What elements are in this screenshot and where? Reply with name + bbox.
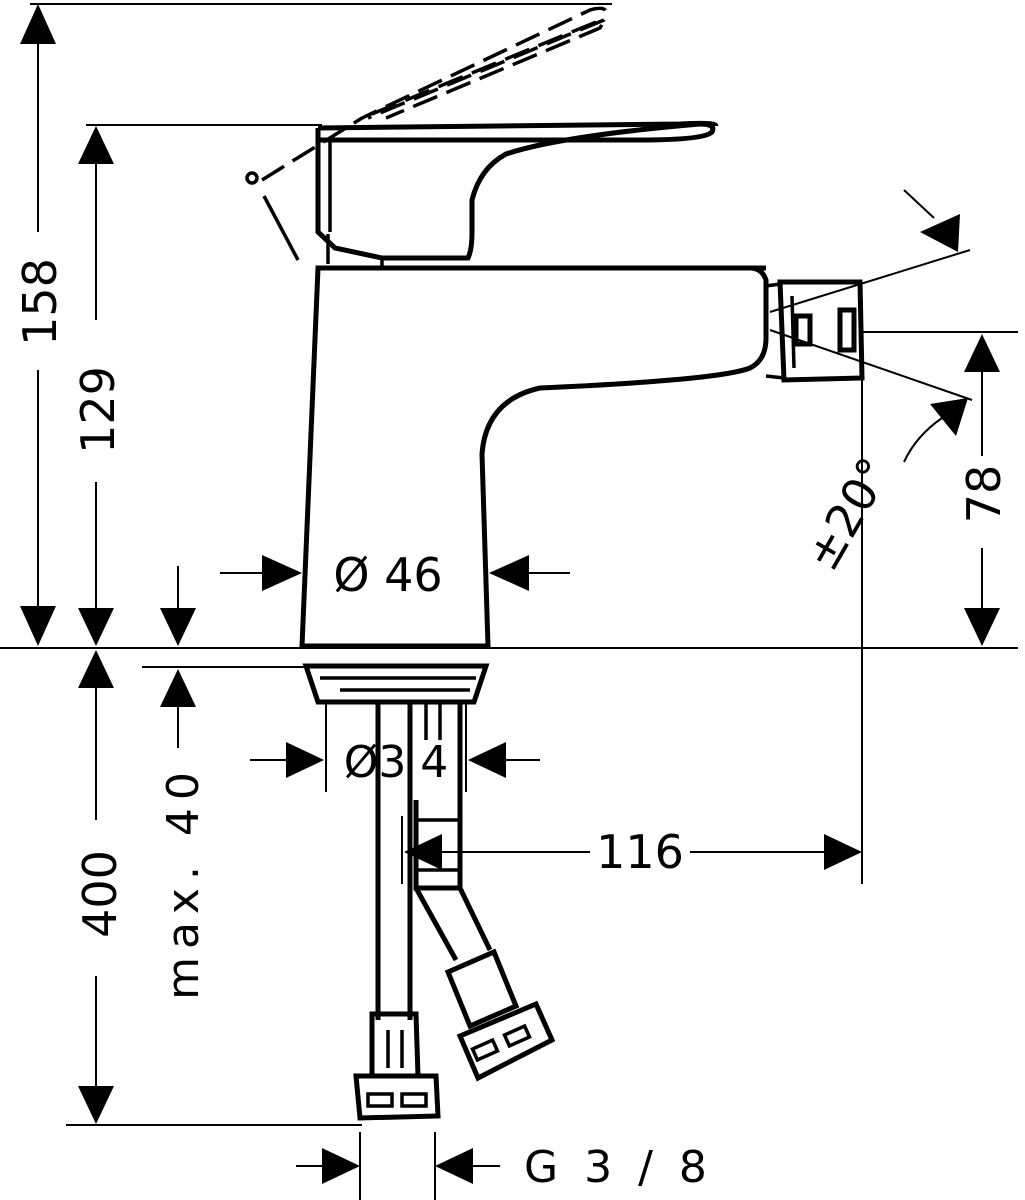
lever-raised-position (261, 6, 608, 182)
arrow-left-icon (435, 1148, 473, 1184)
arrow-up-icon (930, 398, 968, 436)
dimension-158: 158 (13, 4, 67, 646)
extension-lines (0, 3, 1018, 1200)
arrow-left-icon (489, 555, 529, 591)
dim-label-max-40: max. 40 (158, 764, 209, 1000)
dim-label-angle-20: ±20° (795, 449, 902, 580)
arrow-up-icon (964, 334, 1000, 372)
right-hose-fitting (444, 948, 520, 1030)
dimension-g-3-8: G 3 / 8 (296, 1142, 713, 1193)
arrow-down-icon (964, 608, 1000, 646)
arrow-down-icon (78, 608, 114, 646)
arrow-right-icon (322, 1148, 360, 1184)
arrow-up-icon (78, 126, 114, 164)
dimension-116: 116 (404, 825, 862, 879)
dimension-129: 129 (71, 126, 125, 646)
dimension-diameter-34: Ø3 4 (250, 737, 540, 788)
dim-label-129: 129 (71, 366, 125, 454)
arrow-left-icon (468, 742, 506, 778)
dimension-angle-20: ±20° (769, 189, 973, 580)
arrow-right-icon (262, 555, 302, 591)
lever-handle (315, 121, 716, 261)
dim-label-116: 116 (596, 825, 684, 879)
arrow-up-icon (160, 669, 196, 707)
arrow-right-icon (286, 742, 324, 778)
dimension-78: 78 (957, 334, 1011, 646)
dim-label-diameter-34: Ø3 4 (344, 737, 449, 788)
arrow-down-icon (160, 608, 196, 646)
arrow-left-icon (404, 834, 442, 870)
dimension-400: 400 (73, 650, 127, 1124)
faucet-outline (245, 6, 865, 1121)
faucet-body (299, 265, 769, 649)
arrow-down-icon (20, 606, 56, 646)
arrow-down-icon (78, 1086, 114, 1124)
left-hose-fitting (369, 1011, 421, 1079)
arrow-up-icon (20, 4, 56, 44)
arrow-right-icon (824, 834, 862, 870)
dim-label-158: 158 (13, 258, 67, 346)
spray-head (777, 279, 865, 383)
dimension-max-40: max. 40 (158, 566, 209, 1000)
dimension-diameter-46: Ø 46 (220, 548, 570, 602)
dim-label-400: 400 (73, 850, 127, 938)
arrow-down-icon (920, 214, 960, 252)
mounting-nut (302, 663, 490, 705)
dim-label-g-3-8: G 3 / 8 (524, 1142, 713, 1193)
dim-label-diameter-46: Ø 46 (333, 548, 442, 602)
dim-label-78: 78 (957, 465, 1011, 524)
arrow-up-icon (78, 650, 114, 688)
